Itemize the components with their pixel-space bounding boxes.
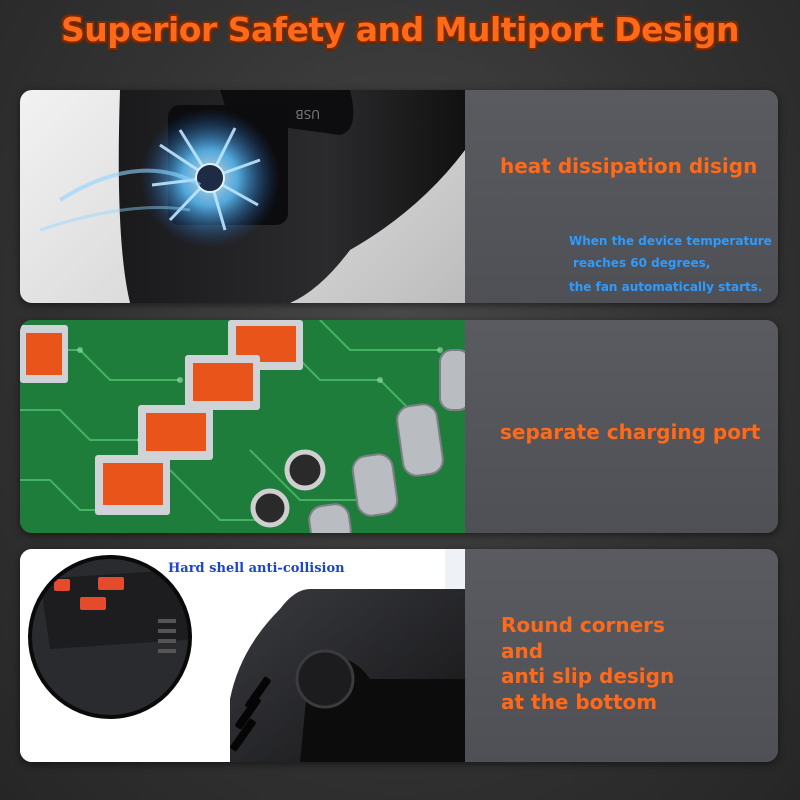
hard-shell-caption: Hard shell anti-collision <box>168 561 345 576</box>
fan-note-line-3: the fan automatically starts. <box>569 280 763 294</box>
fan-note-line-1: When the device temperature <box>569 234 772 248</box>
round-corners-line-4: at the bottom <box>501 689 658 714</box>
feature-panel-heat: USB heat dissipation disign When the dev… <box>20 90 778 303</box>
charging-port-title: separate charging port <box>500 420 761 444</box>
circuit-board-illustration <box>20 320 465 533</box>
fan-note-line-2: reaches 60 degrees, <box>573 256 711 270</box>
corners-text-area: Round corners and anti slip design at th… <box>465 549 778 762</box>
fan-device-illustration: USB <box>39 90 465 303</box>
round-corners-line-3: anti slip design <box>501 664 675 688</box>
round-corners-line-2: and <box>501 638 544 663</box>
page-headline: Superior Safety and Multiport Design <box>60 10 740 49</box>
feature-panel-corners: Hard shell anti-collision Round corners … <box>20 549 778 762</box>
heat-text-area: heat dissipation disign When the device … <box>465 90 778 303</box>
fan-device-photo: USB <box>20 90 465 303</box>
ports-text-area: separate charging port <box>465 320 778 533</box>
device-port-label: USB <box>295 107 320 121</box>
corner-device-illustration <box>20 549 465 762</box>
heat-dissipation-title: heat dissipation disign <box>500 154 758 178</box>
round-corners-title: Round corners and anti slip design at th… <box>501 613 674 715</box>
corner-device-photo: Hard shell anti-collision <box>20 549 465 762</box>
circuit-board-photo <box>20 320 465 533</box>
round-corners-line-1: Round corners <box>501 613 665 637</box>
feature-panel-ports: separate charging port <box>20 320 778 533</box>
